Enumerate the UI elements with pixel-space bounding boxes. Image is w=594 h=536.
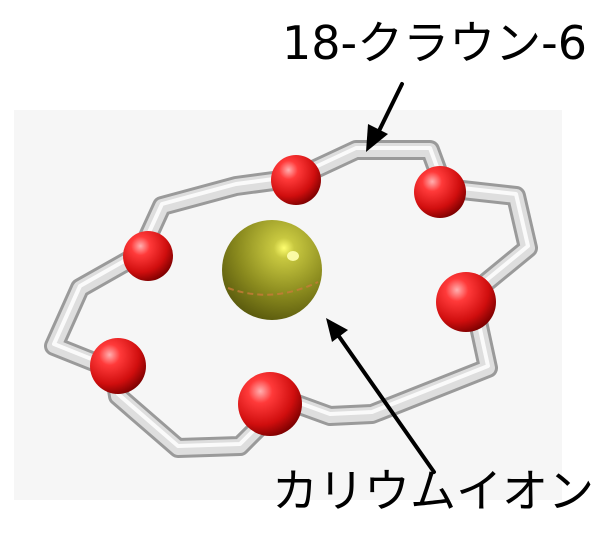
oxygen-atom-right <box>436 272 496 332</box>
oxygen-atom-bottom <box>238 372 302 436</box>
crown-ether-label: 18-クラウン-6 <box>282 16 587 70</box>
potassium-sphere-equator <box>227 281 319 296</box>
arrow-to-ring <box>366 82 404 152</box>
oxygen-atom-bottom-left <box>90 338 146 394</box>
oxygen-atom-left <box>123 231 173 281</box>
oxygen-atoms <box>90 155 496 436</box>
figure: 18-クラウン-6 カリウムイオン <box>44 20 594 514</box>
molecule-illustration <box>44 82 538 474</box>
potassium-highlight <box>287 251 299 261</box>
arrow-to-potassium <box>326 318 436 474</box>
arrow-to-potassium-head <box>326 318 348 342</box>
oxygen-atom-top-right <box>414 166 466 218</box>
potassium-sphere <box>222 220 322 320</box>
oxygen-atom-top <box>271 155 321 205</box>
potassium-ion-label: カリウムイオン <box>272 464 594 518</box>
arrow-to-ring-head <box>366 124 388 152</box>
potassium-ion <box>222 220 322 320</box>
